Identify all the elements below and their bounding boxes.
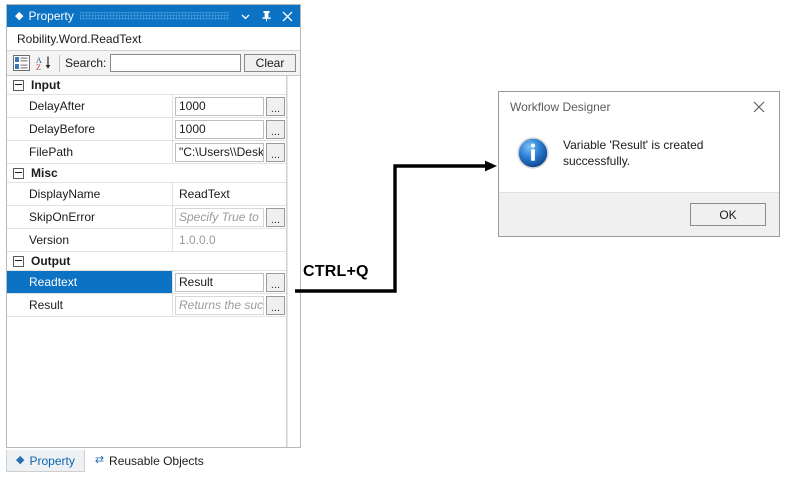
property-panel: ◆ Property Robility.Word.ReadText (6, 4, 301, 448)
ellipsis-button[interactable]: ... (266, 272, 285, 292)
pin-icon[interactable] (256, 6, 277, 26)
property-group-label: Input (31, 78, 61, 92)
selected-object-name: Robility.Word.ReadText (7, 27, 300, 51)
property-name: Result (7, 294, 173, 316)
property-group-label: Output (31, 254, 71, 268)
panel-tab-reusable-objects[interactable]: ⇄ Reusable Objects (84, 450, 214, 472)
property-name: DelayAfter (7, 95, 173, 117)
panel-tab-label: Reusable Objects (109, 453, 204, 468)
collapse-toggle-icon[interactable] (13, 79, 24, 91)
close-icon[interactable] (739, 93, 779, 121)
collapse-toggle-icon[interactable] (13, 167, 24, 179)
property-name: Readtext (7, 271, 173, 293)
property-row[interactable]: FilePath"C:\Users\\Desk... (7, 141, 286, 164)
dialog-titlebar: Workflow Designer (499, 92, 779, 122)
categorized-view-icon[interactable] (10, 53, 32, 73)
svg-text:Z: Z (36, 63, 41, 71)
property-panel-titlebar: ◆ Property (7, 5, 300, 27)
property-value-cell[interactable]: "C:\Users\\Desk... (173, 141, 286, 163)
toolbar-separator (59, 54, 60, 72)
property-value[interactable]: Specify True to (175, 207, 264, 227)
property-value[interactable]: "C:\Users\\Desk (175, 142, 264, 162)
property-value-cell[interactable]: Returns the suc... (173, 294, 286, 316)
property-value-cell[interactable]: Specify True to ... (173, 206, 286, 228)
ctrlq-shortcut-label: CTRL+Q (303, 263, 369, 280)
property-value[interactable]: Result (175, 272, 264, 292)
property-name: Version (7, 229, 173, 251)
ellipsis-button[interactable]: ... (266, 96, 285, 116)
property-group-header[interactable]: Misc (7, 164, 286, 183)
search-input[interactable] (110, 54, 241, 72)
collapse-toggle-icon[interactable] (13, 255, 24, 267)
diamond-icon: ◆ (15, 9, 24, 22)
workflow-designer-dialog: Workflow Designer Variable 'Result' is c… (498, 91, 780, 237)
property-panel-title: Property (28, 9, 74, 23)
clear-button[interactable]: Clear (244, 54, 296, 72)
search-label: Search: (65, 56, 107, 70)
panel-bottom-edge (7, 446, 300, 447)
titlebar-grip (79, 12, 229, 20)
property-value-cell[interactable]: ReadText (173, 183, 286, 205)
property-grid-empty-area (7, 317, 286, 437)
property-grid-gutter[interactable] (287, 76, 300, 447)
property-value-cell[interactable]: 1000... (173, 95, 286, 117)
property-name: DisplayName (7, 183, 173, 205)
property-value-cell[interactable]: Result... (173, 271, 286, 293)
property-value[interactable]: Returns the suc (175, 295, 264, 315)
ok-button[interactable]: OK (690, 203, 766, 226)
diamond-icon: ◆ (16, 454, 25, 466)
chevron-down-icon[interactable] (235, 6, 256, 26)
alphabetical-sort-icon[interactable]: A Z (33, 53, 55, 73)
ellipsis-button[interactable]: ... (266, 142, 285, 162)
panel-tab-label: Property (29, 453, 75, 468)
property-group-label: Misc (31, 166, 58, 180)
ellipsis-button[interactable]: ... (266, 119, 285, 139)
property-name: SkipOnError (7, 206, 173, 228)
property-value[interactable]: 1.0.0.0 (175, 230, 285, 250)
property-name: FilePath (7, 141, 173, 163)
property-name: DelayBefore (7, 118, 173, 140)
panel-tab-property[interactable]: ◆ Property (6, 450, 85, 472)
property-value-cell[interactable]: 1.0.0.0 (173, 229, 286, 251)
dialog-title: Workflow Designer (510, 100, 611, 114)
property-row[interactable]: DisplayName ReadText (7, 183, 286, 206)
ellipsis-button[interactable]: ... (266, 295, 285, 315)
property-value[interactable]: ReadText (179, 187, 230, 201)
property-toolbar: A Z Search: Clear (7, 51, 300, 76)
property-value-cell[interactable]: 1000... (173, 118, 286, 140)
dialog-body: Variable 'Result' is created successfull… (499, 122, 779, 192)
dialog-message: Variable 'Result' is created successfull… (563, 138, 704, 168)
property-value[interactable]: 1000 (175, 96, 264, 116)
info-icon (517, 136, 549, 172)
close-icon[interactable] (277, 6, 298, 26)
property-group-header[interactable]: Input (7, 76, 286, 95)
shuffle-icon: ⇄ (94, 454, 105, 466)
dialog-footer: OK (499, 192, 779, 236)
property-value[interactable]: 1000 (175, 119, 264, 139)
property-panel-tabs: ◆ Property ⇄ Reusable Objects (6, 450, 301, 472)
ellipsis-button[interactable]: ... (266, 207, 285, 227)
svg-text:A: A (36, 56, 42, 65)
property-group-header[interactable]: Output (7, 252, 286, 271)
